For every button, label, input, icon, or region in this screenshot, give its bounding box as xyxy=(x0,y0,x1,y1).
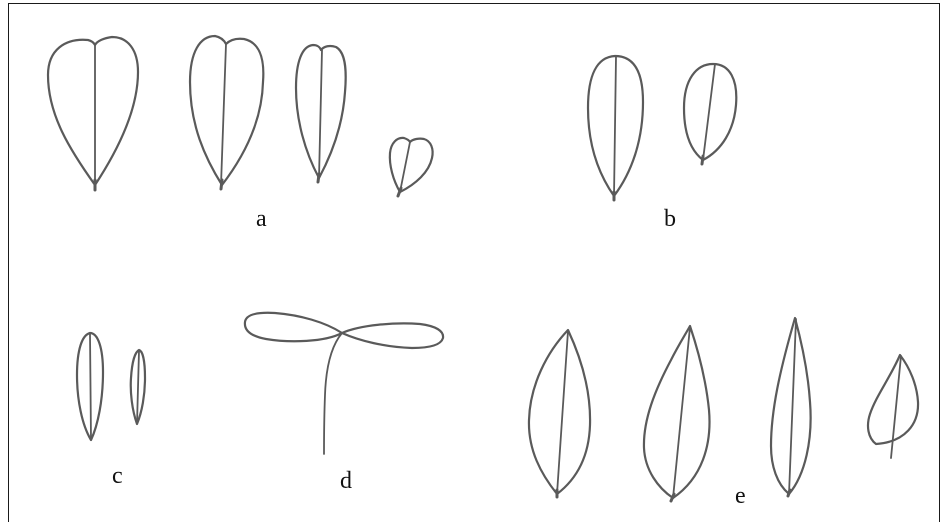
panel-e-leaves xyxy=(529,318,918,501)
leaf-a3 xyxy=(296,45,346,182)
leaf-a1 xyxy=(48,37,138,190)
panel-d-seedling xyxy=(245,313,443,454)
panel-label-d: d xyxy=(340,469,352,493)
panel-label-e: e xyxy=(735,484,746,508)
leaf-a2 xyxy=(190,36,263,189)
leaf-b2 xyxy=(684,64,736,164)
panel-label-b: b xyxy=(664,207,676,231)
seedling-stem xyxy=(324,333,342,454)
leaf-c1 xyxy=(77,333,103,440)
panel-label-c: c xyxy=(112,464,123,488)
leaf-a4 xyxy=(390,138,433,196)
cotyledon-right xyxy=(342,323,443,348)
leaf-b1 xyxy=(588,56,643,200)
panel-label-a: a xyxy=(256,207,267,231)
cotyledon-left xyxy=(245,313,342,341)
leaf-e3 xyxy=(771,318,811,496)
panel-b-leaves xyxy=(588,56,736,200)
leaf-c2 xyxy=(131,350,145,424)
leaf-e4 xyxy=(868,355,918,458)
panel-a-leaves xyxy=(48,36,433,196)
panel-c-leaves xyxy=(77,333,145,440)
leaf-e1 xyxy=(529,330,590,497)
leaf-e2 xyxy=(644,326,710,501)
